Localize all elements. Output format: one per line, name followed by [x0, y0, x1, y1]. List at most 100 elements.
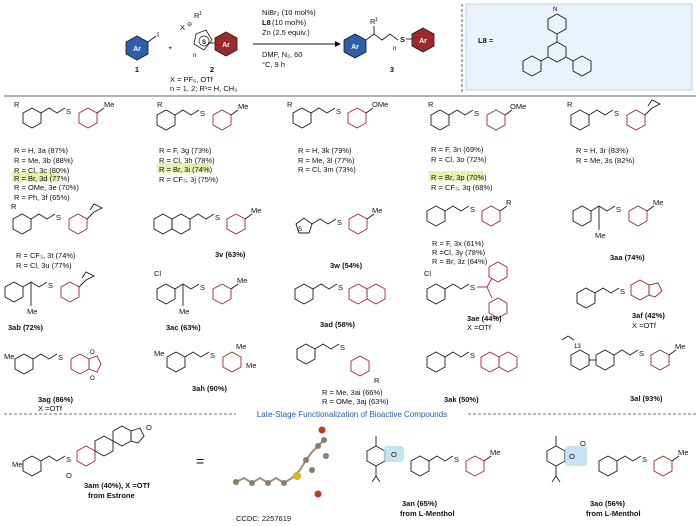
r1-label: R — [370, 17, 376, 26]
scope-3n-3q: R S OMe R = F, 3n (69%) R = Cl, 3o (72%)… — [428, 100, 526, 192]
s-label: S — [642, 455, 647, 464]
ligand-n-label: N — [553, 7, 557, 13]
yield-3ad: 3ad (58%) — [320, 320, 356, 329]
yield-3al: 3al (93%) — [630, 394, 663, 403]
yield-3a: R = H, 3a (87%) — [14, 146, 68, 155]
s-label: S — [336, 107, 341, 116]
scope-3w: S S Me 3w (54%) — [295, 206, 382, 270]
cond-ligand: L8 — [262, 18, 271, 27]
ring-label: Ar — [133, 46, 141, 53]
s-label: S — [639, 349, 644, 358]
ligand-L8-box: L8 = N — [461, 3, 693, 92]
yield-3ao: 3ao (56%) — [590, 499, 626, 508]
source-3am: from Estrone — [88, 491, 135, 500]
scope-3ai-3aj: S R R = Me, 3ai (66%) R = OMe, 3aj (63%) — [296, 343, 389, 406]
counterion-3ag: X =OTf — [38, 404, 63, 413]
yield-3ag: 3ag (86%) — [38, 395, 74, 404]
me-label: Me — [238, 102, 248, 111]
note-n: n = 1, 2; R¹= H, CH₃ — [170, 84, 237, 93]
cond-ligand-load: (10 mol%) — [272, 18, 307, 27]
scope-3r-3s: R S R = H, 3r (83%) R = Me, 3s (82%) — [567, 99, 662, 165]
yield-3y: R =Cl, 3y (78%) — [432, 248, 486, 257]
me-label: Me — [372, 206, 382, 215]
aryl-ring-icon — [411, 27, 435, 53]
thioether-s: S — [400, 35, 405, 44]
yield-3ac: 3ac (63%) — [166, 323, 201, 332]
equals-sign: = — [196, 453, 204, 469]
me-label: Me — [678, 448, 688, 457]
ome-label: OMe — [510, 102, 526, 111]
cond-temp-time: °C, 9 h — [262, 60, 285, 69]
yield-3w: 3w (54%) — [330, 261, 363, 270]
me-label: Me — [179, 307, 189, 316]
n-label: n — [393, 46, 396, 52]
yield-3af: 3af (42%) — [632, 311, 665, 320]
thiophene-ring — [295, 217, 313, 234]
cond-reductant: Zn (2.5 equiv.) — [262, 28, 310, 37]
me-label: Me — [653, 198, 663, 207]
o-label: O — [580, 439, 586, 448]
yield-3ah: 3ah (90%) — [192, 384, 228, 393]
cond-catalyst: NiBr₂ (10 mol%) — [262, 8, 316, 17]
aryl-ring-icon — [214, 31, 238, 57]
highlight-3d — [12, 172, 60, 182]
r-label: R — [428, 100, 434, 109]
s-label: S — [470, 283, 475, 292]
r-label: R — [567, 100, 573, 109]
scope-3ag: Me S O O 3ag (86%) X =OTf — [4, 350, 102, 413]
s-label: S — [338, 283, 343, 292]
yield-3q: R = CF₃, 3q (68%) — [431, 183, 493, 192]
late-stage-title: Late-Stage Functionalization of Bioactiv… — [257, 410, 447, 419]
yield-3am: 3am (40%), X =OTf — [84, 481, 150, 490]
scope-3aa: Me S Me 3aa (74%) — [572, 198, 663, 262]
scope-3ab: Me S 3ab (72%) — [4, 271, 96, 332]
highlight-3i — [157, 163, 210, 173]
o-label: O — [391, 450, 397, 459]
estrone-a-ring — [76, 445, 96, 467]
anion-charge: ⊖ — [187, 22, 192, 28]
iodide-label: I — [157, 30, 159, 39]
scope-3al: 13 S Me 3al (93%) — [561, 335, 685, 403]
note-x: X = PF₆, OTf — [170, 75, 214, 84]
yield-3c: R = Cl, 3c (80%) — [14, 166, 70, 175]
anion-label: X — [180, 23, 185, 32]
r-label: R — [374, 376, 380, 385]
o-label: O — [90, 376, 95, 382]
o-label: O — [569, 452, 575, 461]
counterion-3ae: X =OTf — [467, 323, 492, 332]
source-3an: from L-Menthol — [400, 509, 455, 518]
scope-3ah: Me S Me Me 3ah (90%) — [154, 342, 256, 393]
central-pyridine-ring — [547, 41, 567, 63]
s-label: S — [200, 109, 205, 118]
late-stage-divider: Late-Stage Functionalization of Bioactiv… — [4, 410, 696, 419]
s-label: S — [454, 455, 459, 464]
ccdc-number: CCDC: 2257619 — [236, 514, 291, 523]
o-label: O — [146, 423, 152, 432]
n-label: n — [193, 53, 196, 59]
chain-length-label: 13 — [574, 344, 581, 350]
yield-3x: R = F, 3x (61%) — [432, 239, 484, 248]
s-label: S — [470, 205, 475, 214]
yield-3e: R = OMe, 3e (70%) — [14, 183, 79, 192]
yield-3f: R = Ph, 3f (65%) — [14, 193, 70, 202]
s-label: S — [200, 283, 205, 292]
me-label: Me — [27, 307, 37, 316]
thiophene-s: S — [298, 227, 302, 233]
highlight-3p — [429, 171, 483, 181]
scope-3x-3z: S R R = F, 3x (61%) R =Cl, 3y (78%) R = … — [426, 198, 512, 266]
cl-label: Cl — [154, 269, 161, 278]
yield-3o: R = Cl, 3o (72%) — [431, 155, 487, 164]
ring-label: Ar — [419, 38, 427, 45]
yield-3t: R = CF₃, 3t (74%) — [16, 251, 76, 260]
yield-3an: 3an (65%) — [402, 499, 438, 508]
scope-3af: S 3af (42%) X =OTf — [576, 279, 665, 330]
me-label: Me — [154, 349, 164, 358]
yield-3r: R = H, 3r (83%) — [576, 146, 629, 155]
me-label: Me — [246, 361, 256, 370]
s-label: S — [337, 218, 342, 227]
s-label: S — [620, 287, 625, 296]
yield-3aa: 3aa (74%) — [610, 253, 645, 262]
scope-3ad: S 3ad (58%) — [294, 283, 386, 329]
yield-3g: R = F, 3g (73%) — [159, 146, 212, 155]
